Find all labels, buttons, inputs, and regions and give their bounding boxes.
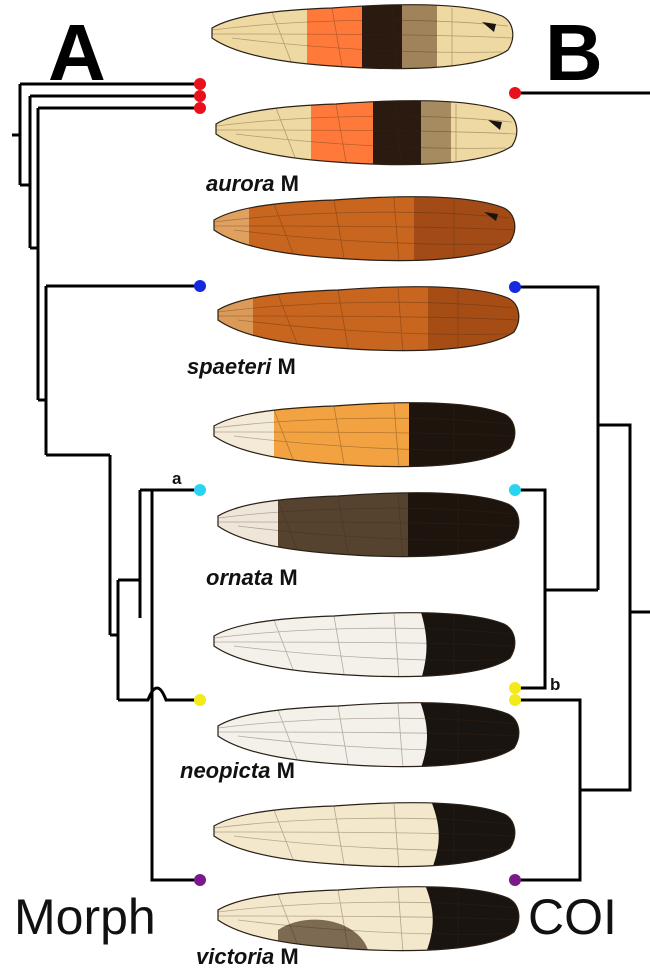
tip-dot-spaeteri [194,280,206,292]
species-name-spaeteri: spaeteri [187,354,272,379]
sex-label-ornata: M [279,565,297,590]
species-name-victoria: victoria [196,944,274,969]
wing-neopicta-1 [209,606,529,686]
node-label-a: a [172,469,182,488]
wing-ornata-1 [209,396,529,476]
wing-aurora-1 [207,0,527,78]
species-label-victoria: victoria M [196,944,299,969]
tip-dot-ornata [194,484,206,496]
wing-spaeteri-2 [213,280,533,360]
sex-label-victoria: M [280,944,298,969]
tip-dot-aurora-coi [509,87,521,99]
sex-label-spaeteri: M [278,354,296,379]
sex-label-aurora: M [281,171,299,196]
tree-label-coi: COI [528,889,617,945]
tip-dot-neopicta [194,694,206,706]
wing-victoria-1 [209,796,529,876]
coi-tree [515,93,650,880]
tree-label-morph: Morph [14,889,156,945]
species-name-neopicta: neopicta [180,758,270,783]
tip-dot-aurora-2 [194,90,206,102]
tip-dot-aurora-3 [194,102,206,114]
species-label-aurora: aurora M [206,171,299,196]
wing-aurora-2 [211,94,531,174]
species-name-ornata: ornata [206,565,273,590]
tip-dot-ornata-coi [509,484,521,496]
node-label-b: b [550,675,560,694]
wing-ornata-2 [213,486,533,566]
tip-dot-aurora-1 [194,78,206,90]
tip-dot-victoria [194,874,206,886]
species-name-aurora: aurora [206,171,274,196]
species-label-ornata: ornata M [206,565,298,590]
species-label-neopicta: neopicta M [180,758,295,783]
tip-dot-spaeteri-coi [509,281,521,293]
wing-spaeteri-1 [209,190,529,270]
tip-dot-victoria-coi [509,874,521,886]
tip-dot-neopicta-coi-2 [509,694,521,706]
panel-letter-b: B [545,8,603,97]
species-label-spaeteri: spaeteri M [187,354,296,379]
sex-label-neopicta: M [277,758,295,783]
tip-dot-neopicta-coi-1 [509,682,521,694]
